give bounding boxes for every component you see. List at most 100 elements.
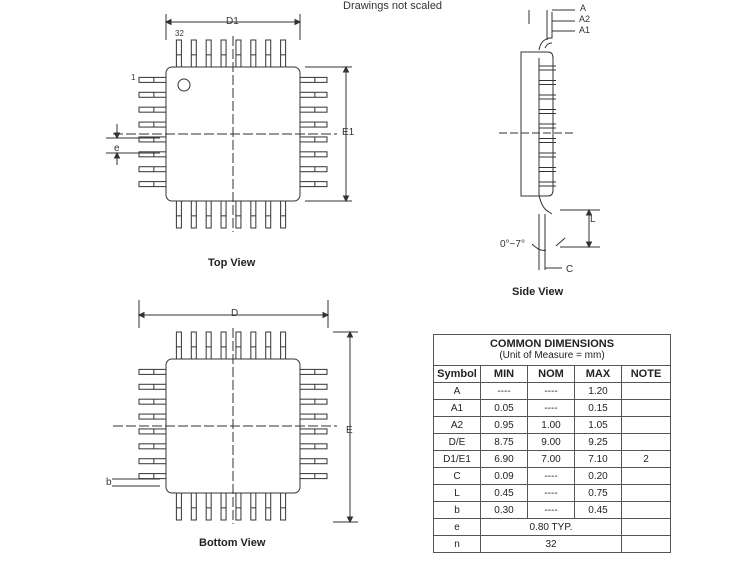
table-cell [621,382,671,400]
lead [138,383,167,390]
lead [138,121,167,128]
lead [299,91,328,98]
side-view-a-label: A [580,3,587,13]
table-cell: 0.30 [480,501,528,519]
pin-1-label: 1 [131,73,136,82]
table-cell: D1/E1 [433,450,481,468]
lead [299,473,328,480]
lead [299,368,328,375]
table-cell: A2 [433,416,481,434]
table-cell: 0.20 [574,467,622,485]
side-view-angle-label: 0°~7° [500,239,525,250]
lead [175,492,182,521]
table-cell: ---- [480,382,528,400]
lead [205,492,212,521]
lead [138,151,167,158]
lead [138,458,167,465]
table-cell: C [433,467,481,485]
lead [138,443,167,450]
lead [280,39,287,68]
lead [205,200,212,229]
table-cell [621,416,671,434]
top-view-drawing [106,14,352,232]
top-view-pitch-label: e [114,143,120,154]
header-nom: NOM [527,365,575,383]
lead [175,331,182,360]
table-cell: 0.95 [480,416,528,434]
lead [299,413,328,420]
lead [138,136,167,143]
lead [175,39,182,68]
side-view-a2-label: A2 [579,14,591,24]
table-cell: 1.20 [574,382,622,400]
bottom-view-b-label: b [106,477,112,488]
side-view-drawing [499,9,600,270]
lead [138,91,167,98]
table-cell: 32 [480,535,622,553]
angle-arc [531,243,547,251]
header-note: NOTE [621,365,671,383]
lead [280,331,287,360]
table-cell: 0.05 [480,399,528,417]
common-dimensions-table: COMMON DIMENSIONS (Unit of Measure = mm)… [433,334,671,553]
package-profile [520,51,554,197]
table-header-row: Symbol MIN NOM MAX NOTE [433,365,671,383]
header-min: MIN [480,365,528,383]
lead [250,492,257,521]
lead [235,492,242,521]
table-cell: 1.00 [527,416,575,434]
top-view-e1-label: E1 [342,127,355,138]
table-cell: A1 [433,399,481,417]
drawing-note: Drawings not scaled [343,0,443,12]
side-view-title: Side View [512,286,564,298]
dimension-e-arrow [346,516,354,524]
table-cell: n [433,535,481,553]
dimension-e-arrow [346,330,354,338]
lead [299,458,328,465]
table-cell: 0.15 [574,399,622,417]
dimension-e1-arrow [342,195,350,203]
lead [265,492,272,521]
table-cell: D/E [433,433,481,451]
table-cell: e [433,518,481,536]
table-cell [621,467,671,485]
dimension-l-arrow [585,208,593,216]
lead [280,200,287,229]
table-row-e: e 0.80 TYP. [433,518,671,536]
lead [138,413,167,420]
lead [299,136,328,143]
table-cell: 0.45 [574,501,622,519]
table-cell: ---- [527,501,575,519]
table-title-cell: COMMON DIMENSIONS (Unit of Measure = mm) [433,334,671,366]
dimension-d1-arrow [294,18,302,26]
table-cell: 7.00 [527,450,575,468]
lead [299,76,328,83]
top-view-d1-label: D1 [226,16,239,27]
lead [190,492,197,521]
pin-32-label: 32 [175,29,184,38]
lead [299,151,328,158]
table-cell: A [433,382,481,400]
dimension-c-leader [555,237,566,247]
table-subtitle: (Unit of Measure = mm) [499,350,605,361]
table-cell: L [433,484,481,502]
table-cell [621,535,671,553]
lead [220,331,227,360]
side-view-a1-label: A1 [579,25,591,35]
lead [220,200,227,229]
table-cell: 6.90 [480,450,528,468]
lead [299,181,328,188]
lead [299,121,328,128]
lead [265,39,272,68]
dimension-d1-arrow [164,18,172,26]
lead [265,200,272,229]
lead [138,181,167,188]
lead [138,106,167,113]
dimension-l-arrow [585,241,593,249]
side-view-c-label: C [566,264,574,275]
